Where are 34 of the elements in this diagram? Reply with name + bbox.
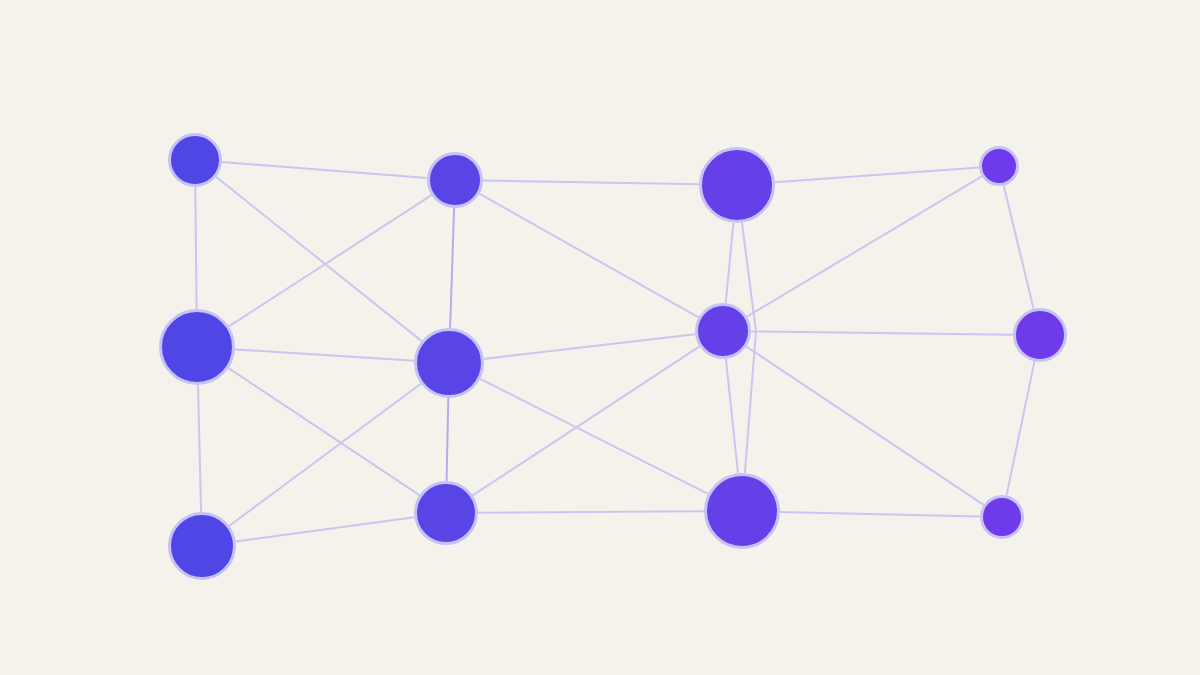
network-node (695, 303, 751, 359)
connector-line (479, 377, 710, 495)
connector-line (1005, 360, 1036, 497)
network-node (1013, 308, 1067, 362)
connector-line (482, 333, 697, 360)
connector-line (445, 397, 450, 482)
connector-line (740, 221, 757, 475)
connector-line (779, 510, 981, 518)
network-node (414, 481, 478, 545)
connector-line (449, 207, 456, 329)
connector-line (471, 345, 701, 497)
connector-line (1002, 184, 1035, 310)
connector-line (228, 382, 422, 527)
connector-line (746, 175, 983, 318)
connector-line (724, 221, 735, 305)
connector-line (197, 384, 203, 513)
connector-line (215, 175, 423, 343)
connector-line (750, 330, 1014, 336)
connector-line (745, 345, 985, 506)
connector-line (482, 179, 700, 186)
connector-line (773, 166, 981, 184)
connector-line (478, 192, 700, 319)
connector-line (220, 161, 429, 179)
connector-line (194, 186, 198, 310)
connector-line (227, 194, 433, 328)
connector-line (227, 367, 421, 497)
network-node (979, 146, 1019, 186)
network-node (980, 495, 1024, 539)
connector-line (234, 516, 416, 543)
connector-line (233, 348, 416, 362)
connector-line (477, 510, 705, 514)
network-node (427, 152, 483, 208)
network-node (168, 133, 222, 187)
connector-line (724, 357, 739, 475)
